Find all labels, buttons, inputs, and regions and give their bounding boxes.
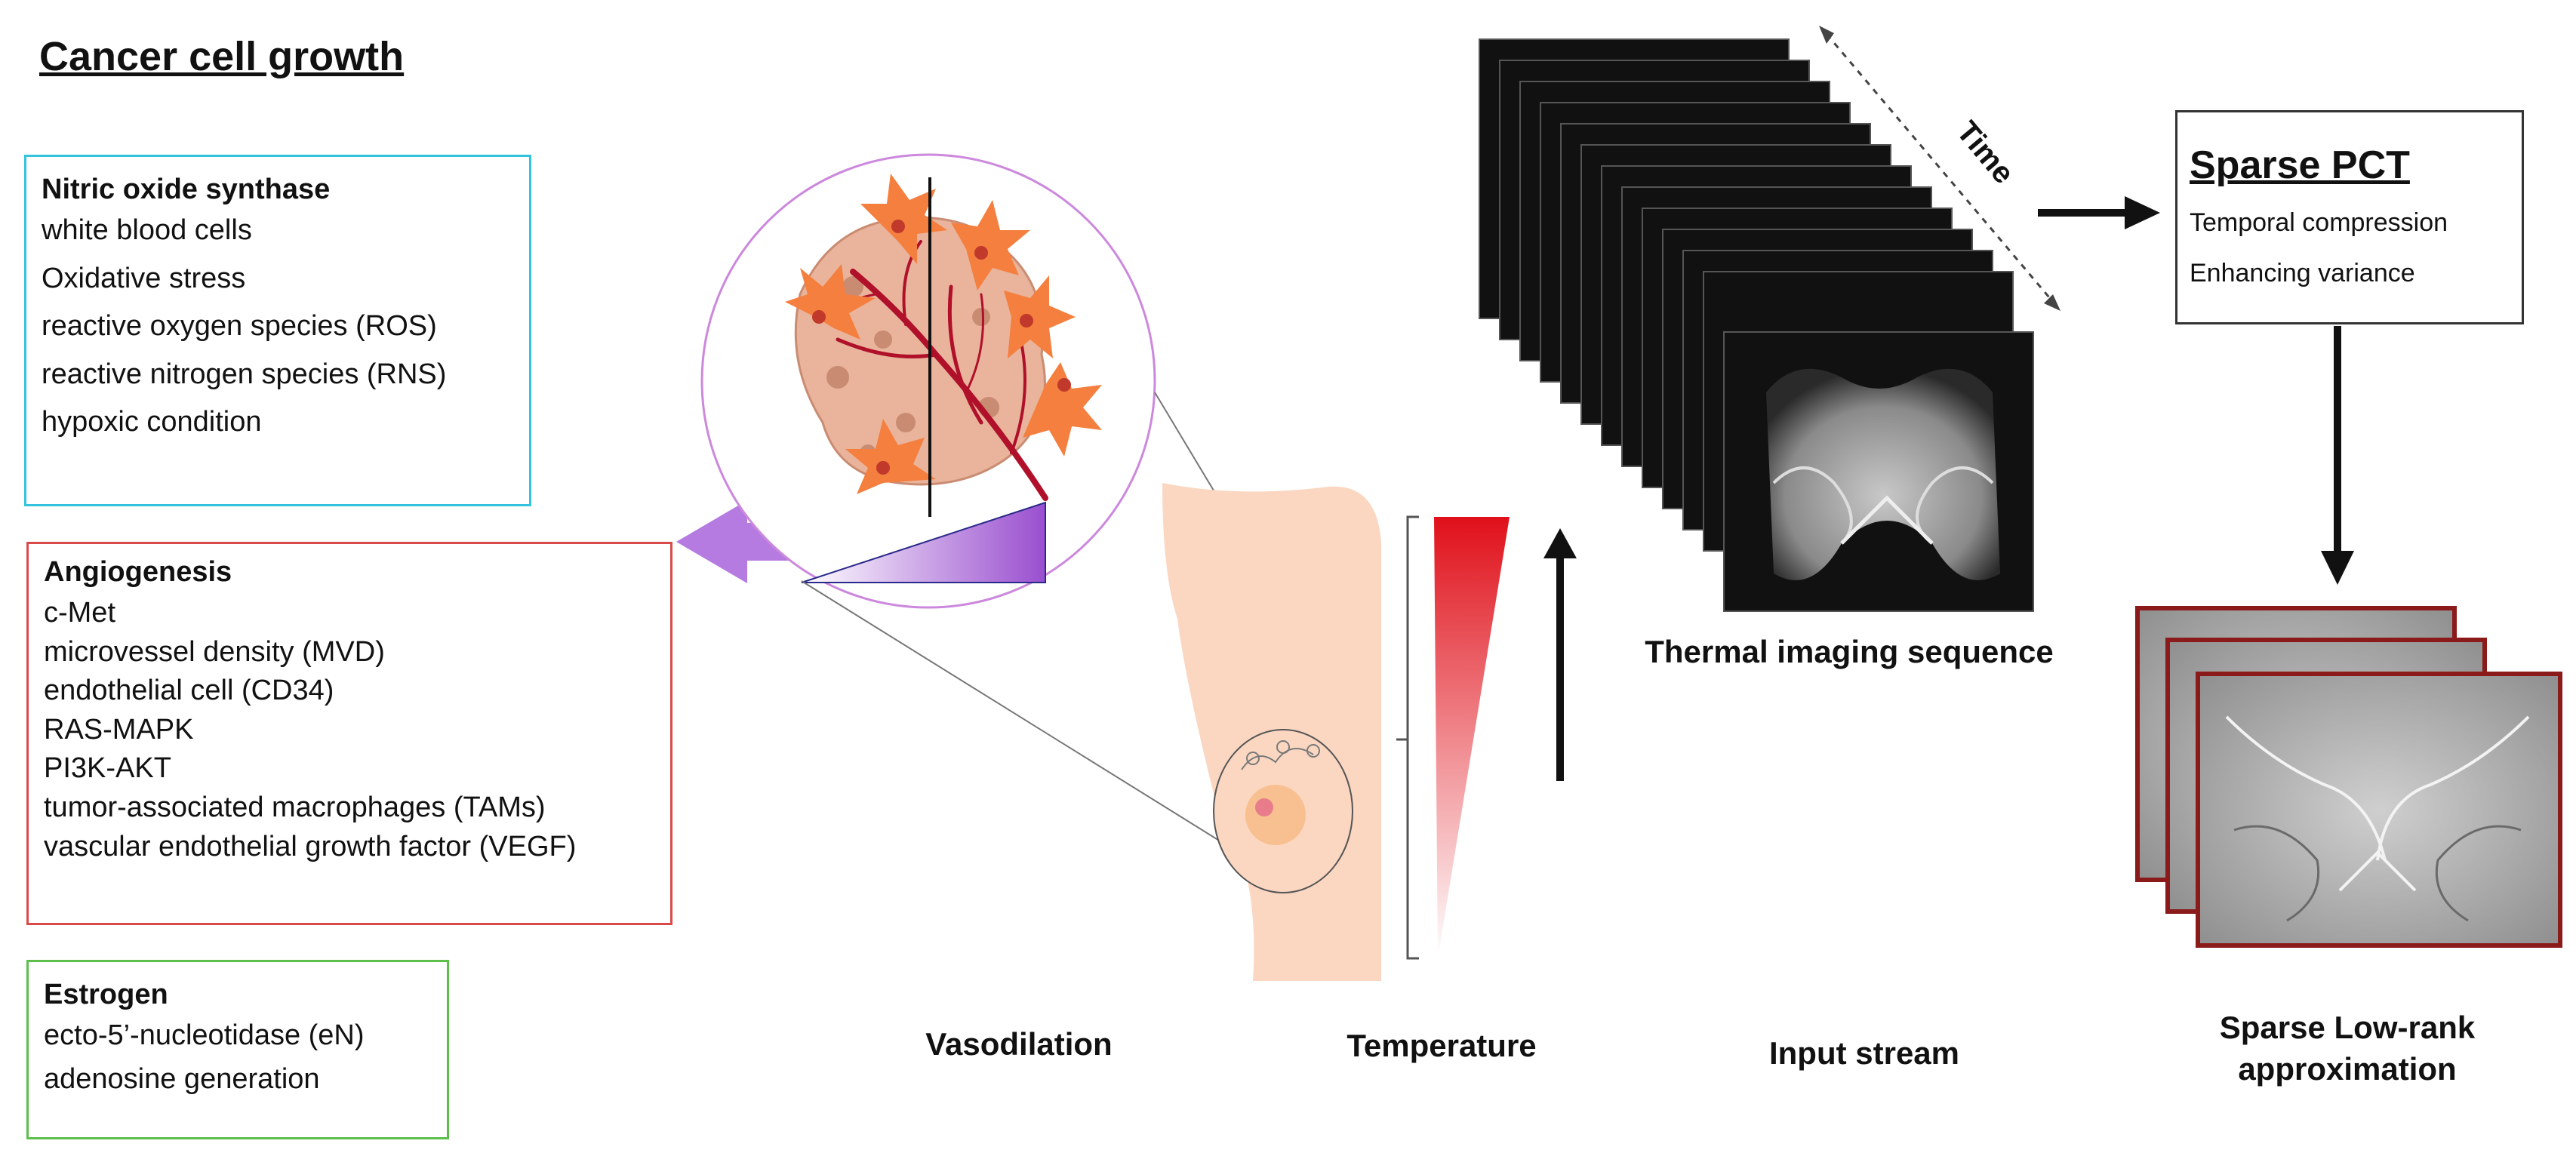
tumor-zoom-circle	[700, 153, 1156, 609]
nos-item: Oxidative stress	[42, 262, 246, 294]
vasodilation-label: Vasodilation	[925, 1026, 1113, 1062]
estrogen-heading: Estrogen	[44, 979, 168, 1010]
sparse-pct-box: Sparse PCT Temporal compression Enhancin…	[2175, 110, 2524, 324]
thermal-front-frame	[1766, 368, 2000, 580]
temperature-label: Temperature	[1346, 1028, 1537, 1063]
nos-item: reactive oxygen species (ROS)	[42, 310, 437, 343]
angio-item: PI3K-AKT	[44, 752, 171, 785]
angio-item: c-Met	[44, 597, 115, 629]
gradient-wedge	[801, 501, 1046, 583]
temperature-gradient	[1434, 517, 1510, 958]
up-arrow	[1543, 528, 1577, 781]
pct-item: Temporal compression	[2190, 208, 2448, 237]
right-arrow-to-pct	[2038, 196, 2160, 229]
time-arrow	[1819, 26, 2060, 311]
nos-item: hypoxic condition	[42, 406, 262, 438]
sparse-lowrank-line1: Sparse Low-rank	[2219, 1010, 2476, 1045]
thermal-sequence-label: Thermal imaging sequence	[1645, 634, 2054, 669]
blood-vessels	[821, 240, 1048, 501]
nos-heading: Nitric oxide synthase	[42, 174, 331, 205]
estrogen-item: ecto-5’-nucleotidase (eN)	[44, 1019, 365, 1051]
angiogenesis-box: Angiogenesis c-Met microvessel density (…	[26, 542, 672, 925]
down-arrow-from-pct	[2321, 326, 2354, 585]
angio-item: tumor-associated macrophages (TAMs)	[44, 791, 546, 823]
lowrank-frame-stack	[2135, 606, 2562, 948]
lowrank-front-frame	[2196, 672, 2562, 948]
thermal-frame-stack	[1479, 38, 2034, 612]
angio-item: microvessel density (MVD)	[44, 635, 385, 668]
temperature-indicator	[1396, 515, 1510, 960]
estrogen-box: Estrogen ecto-5’-nucleotidase (eN) adeno…	[26, 960, 449, 1139]
cancer-cells	[785, 174, 1102, 494]
angio-item: endothelial cell (CD34)	[44, 675, 334, 707]
estrogen-item: adenosine generation	[44, 1062, 320, 1095]
input-stream-label: Input stream	[1768, 1035, 1960, 1071]
nitric-oxide-synthase-box: Nitric oxide synthase white blood cells …	[24, 155, 531, 506]
page-title: Cancer cell growth	[39, 34, 405, 79]
angio-heading: Angiogenesis	[44, 556, 232, 588]
nos-item: reactive nitrogen species (RNS)	[42, 358, 447, 390]
sparse-lowrank-line2: approximation	[2238, 1050, 2457, 1087]
sparse-pct-heading: Sparse PCT	[2190, 143, 2410, 187]
angio-item: RAS-MAPK	[44, 713, 194, 746]
nos-item: white blood cells	[42, 214, 252, 246]
angio-item: vascular endothelial growth factor (VEGF…	[44, 830, 577, 862]
pct-item: Enhancing variance	[2190, 258, 2415, 287]
torso-illustration	[1162, 483, 1381, 981]
purple-left-arrow	[676, 500, 817, 583]
sparse-lowrank-label: Sparse Low-rank approximation	[2174, 1007, 2521, 1090]
